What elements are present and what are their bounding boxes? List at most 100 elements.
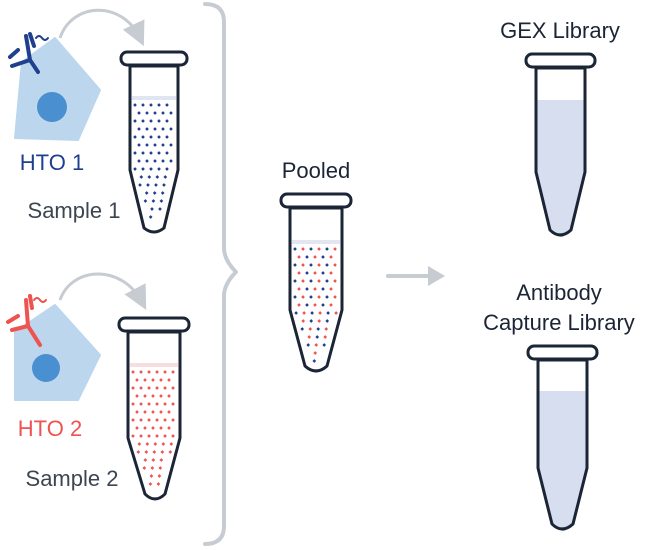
tube-sample-1-liquid xyxy=(131,96,177,231)
tube-antibody-capture-liquid xyxy=(539,391,586,528)
dot xyxy=(131,386,135,390)
dot xyxy=(141,151,145,155)
dot xyxy=(305,303,309,307)
dot xyxy=(157,135,161,139)
dots-sample-2 xyxy=(131,370,175,486)
dot xyxy=(153,442,158,446)
dot xyxy=(171,402,175,406)
dot xyxy=(143,458,148,462)
sample-2-label: Sample 2 xyxy=(26,466,119,491)
dot xyxy=(149,167,153,171)
dot xyxy=(165,151,169,155)
dot xyxy=(333,295,337,299)
dot xyxy=(171,370,175,374)
tube-pooled xyxy=(279,192,353,373)
dot xyxy=(135,394,139,398)
dot xyxy=(152,191,157,195)
dot xyxy=(161,442,166,446)
dot xyxy=(171,418,175,422)
dot xyxy=(309,279,313,283)
dot xyxy=(149,474,154,478)
dot xyxy=(156,482,161,486)
dot xyxy=(293,279,297,283)
dot xyxy=(301,247,305,251)
dot xyxy=(329,255,333,259)
dot xyxy=(157,474,162,478)
pooled-label: Pooled xyxy=(282,158,351,183)
cell-1 xyxy=(14,37,101,141)
dot xyxy=(313,303,317,307)
dot xyxy=(159,410,163,414)
dot xyxy=(318,311,322,315)
dot xyxy=(165,167,169,171)
dot xyxy=(145,127,149,131)
dot xyxy=(169,111,173,115)
tube-sample-2-liquid xyxy=(129,363,179,498)
dot xyxy=(147,418,151,422)
dot xyxy=(147,370,151,374)
dot xyxy=(309,263,313,267)
dot xyxy=(297,287,301,291)
dot xyxy=(161,111,165,115)
arrow-pooled-to-libraries xyxy=(386,266,445,286)
dot xyxy=(133,151,137,155)
dot xyxy=(301,263,305,267)
dot xyxy=(153,143,157,147)
dot xyxy=(161,159,165,163)
dot xyxy=(300,327,305,331)
dots-pooled xyxy=(293,247,338,363)
dot xyxy=(316,327,321,331)
dot xyxy=(310,311,314,315)
dot xyxy=(147,402,151,406)
dot xyxy=(163,418,167,422)
dot xyxy=(157,151,161,155)
dot xyxy=(305,255,309,259)
dot xyxy=(294,311,298,315)
dot xyxy=(137,127,141,131)
dot xyxy=(309,319,314,323)
dot xyxy=(145,442,150,446)
sample-1-group: HTO 1 Sample 1 xyxy=(8,8,189,234)
dot xyxy=(141,119,145,123)
tube-gex-body xyxy=(534,66,587,237)
dot xyxy=(309,247,313,251)
dot xyxy=(307,335,312,339)
dot xyxy=(143,426,147,430)
dot xyxy=(333,263,337,267)
dot xyxy=(160,191,165,195)
dot xyxy=(163,370,167,374)
dot xyxy=(133,167,137,171)
dot xyxy=(313,287,317,291)
dot xyxy=(158,466,163,470)
dot xyxy=(137,159,141,163)
dot xyxy=(159,458,164,462)
dot xyxy=(297,303,301,307)
dot xyxy=(151,426,155,430)
dot xyxy=(150,207,154,211)
dot xyxy=(139,386,143,390)
dot xyxy=(321,287,325,291)
pooled-group: Pooled xyxy=(279,158,353,373)
arrow-sample-1-to-tube xyxy=(58,8,145,47)
dot xyxy=(165,135,169,139)
dot xyxy=(148,482,153,486)
cell-1-nucleus xyxy=(37,92,67,122)
antibody-2-icon xyxy=(6,294,47,347)
dot xyxy=(151,410,155,414)
dot xyxy=(167,394,171,398)
dot xyxy=(163,175,168,179)
dot xyxy=(131,402,135,406)
dot xyxy=(301,279,305,283)
sample-2-group: HTO 2 Sample 2 xyxy=(6,272,191,501)
tube-gex-cap xyxy=(524,52,597,69)
gex-library-label: GEX Library xyxy=(500,18,620,43)
dot xyxy=(133,119,137,123)
dot xyxy=(133,135,137,139)
hto-1-label: HTO 1 xyxy=(20,150,84,175)
dot xyxy=(137,143,141,147)
dot xyxy=(305,287,309,291)
dot xyxy=(146,183,150,187)
dot xyxy=(155,418,159,422)
dot xyxy=(151,394,155,398)
